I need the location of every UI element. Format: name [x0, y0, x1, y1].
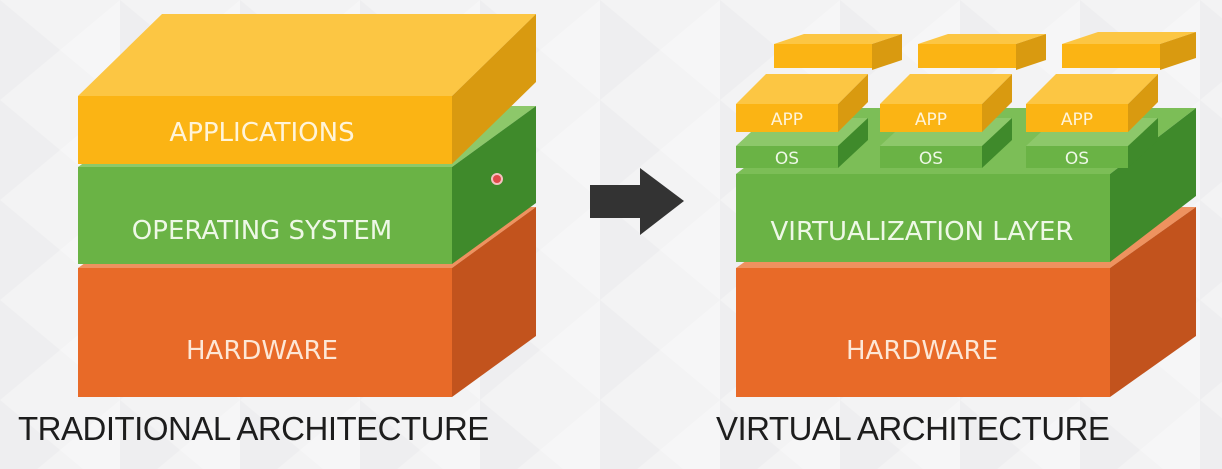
vm-back-stacks — [774, 32, 1196, 70]
vm-stack-3: OS APP — [1026, 74, 1158, 169]
vm-1-os-label: OS — [775, 149, 799, 169]
vm-2-app-label: APP — [915, 110, 947, 130]
traditional-architecture-caption: TRADITIONAL ARCHITECTURE — [18, 410, 489, 447]
right-arrow-icon — [590, 168, 684, 235]
traditional-applications-label: APPLICATIONS — [169, 118, 354, 148]
virtualization-layer-label: VIRTUALIZATION LAYER — [770, 217, 1073, 247]
vm-3-app-label: APP — [1061, 110, 1093, 130]
vm-2-os-label: OS — [919, 149, 943, 169]
vm-3-os-label: OS — [1065, 149, 1089, 169]
virtual-architecture-caption: VIRTUAL ARCHITECTURE — [716, 410, 1110, 447]
vm-stack-1: OS APP — [736, 74, 868, 169]
traditional-hardware-label: HARDWARE — [186, 336, 338, 366]
traditional-applications-block: APPLICATIONS — [78, 14, 536, 164]
traditional-os-label: OPERATING SYSTEM — [132, 216, 392, 246]
virtual-hardware-label: HARDWARE — [846, 336, 998, 366]
vm-1-app-label: APP — [771, 110, 803, 130]
vm-stack-2: OS APP — [880, 74, 1012, 169]
cursor-dot — [491, 173, 503, 185]
